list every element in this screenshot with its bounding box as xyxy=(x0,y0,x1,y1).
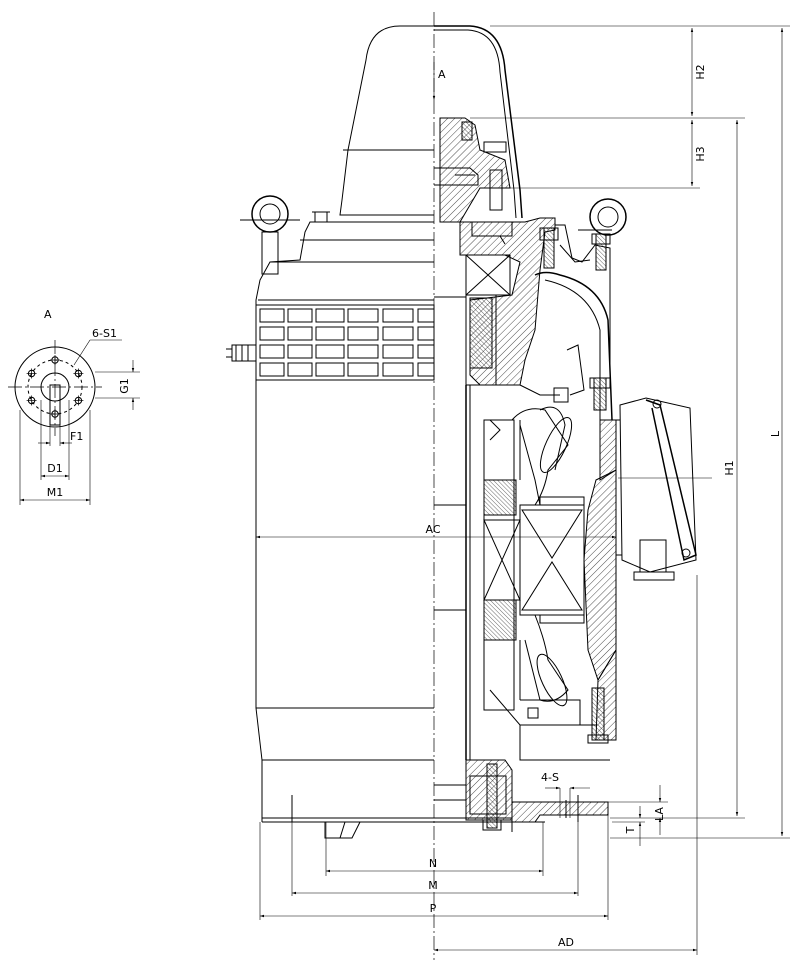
vent-slot xyxy=(382,362,414,377)
holes-label: 6-S1 xyxy=(92,327,117,340)
f1-label: F1 xyxy=(70,430,83,443)
section-view xyxy=(434,25,790,832)
dim-p-label: P xyxy=(430,902,437,915)
m1-label: M1 xyxy=(47,486,64,499)
vent-slot xyxy=(347,362,379,377)
vent-slot xyxy=(417,326,435,341)
terminal-box xyxy=(616,397,697,581)
dim-h3-label: H3 xyxy=(694,146,707,161)
vent-slot xyxy=(417,344,435,359)
vent-slot xyxy=(315,344,345,359)
vent-slot xyxy=(315,362,345,377)
vent-slot xyxy=(315,326,345,341)
vent-slot xyxy=(259,326,285,341)
vent-slot xyxy=(287,326,313,341)
vent-slot xyxy=(259,344,285,359)
rotor-core xyxy=(483,419,521,711)
d1-label: D1 xyxy=(47,462,62,475)
top-bolt-right xyxy=(591,233,611,271)
dim-n-label: N xyxy=(429,857,437,870)
horizontal-dimensions: AC 4-S N M P AD xyxy=(256,523,698,955)
dim-m-label: M xyxy=(428,879,438,892)
lifting-eye-left xyxy=(240,195,300,275)
frame-right-wall xyxy=(583,469,617,682)
vent-slot xyxy=(347,326,379,341)
vent-slot xyxy=(382,344,414,359)
vent-slot xyxy=(287,344,313,359)
top-bolt-left xyxy=(539,227,559,269)
dim-ac-label: AC xyxy=(425,523,440,536)
view-a-label: A xyxy=(438,68,446,81)
dim-la-label: LA xyxy=(653,807,666,821)
vent-slot xyxy=(417,308,435,323)
vertical-dimensions: H2 H3 H1 L LA T A xyxy=(432,28,790,846)
stator-core xyxy=(519,496,585,624)
dim-l-label: L xyxy=(769,430,782,437)
vent-slot xyxy=(287,362,313,377)
upper-fan-blade xyxy=(511,408,569,506)
lower-fan-blade xyxy=(524,614,569,702)
side-connector xyxy=(226,344,257,362)
g1-label: G1 xyxy=(118,378,131,394)
vent-slot xyxy=(259,362,285,377)
top-cover xyxy=(339,25,434,216)
dim-s-label: 4-S xyxy=(541,771,559,784)
dim-h2-label: H2 xyxy=(694,64,707,79)
vent-slot xyxy=(382,326,414,341)
vent-slot xyxy=(382,308,414,323)
vent-slot xyxy=(347,344,379,359)
vent-slot xyxy=(417,362,435,377)
flange-detail-view: A 6-S1 G1 F1 D1 M1 xyxy=(8,308,140,505)
dim-t-label: T xyxy=(624,826,637,834)
detail-a-label: A xyxy=(44,308,52,321)
vent-slot xyxy=(315,308,345,323)
vent-slot xyxy=(347,308,379,323)
top-cover-section xyxy=(434,25,523,219)
exterior-view xyxy=(226,25,435,839)
ventilation-grid xyxy=(255,304,435,381)
vent-slot xyxy=(287,308,313,323)
vent-slot xyxy=(259,308,285,323)
lifting-eye-right xyxy=(589,198,627,236)
dim-h1-label: H1 xyxy=(723,460,736,475)
dim-ad-label: AD xyxy=(558,936,574,949)
